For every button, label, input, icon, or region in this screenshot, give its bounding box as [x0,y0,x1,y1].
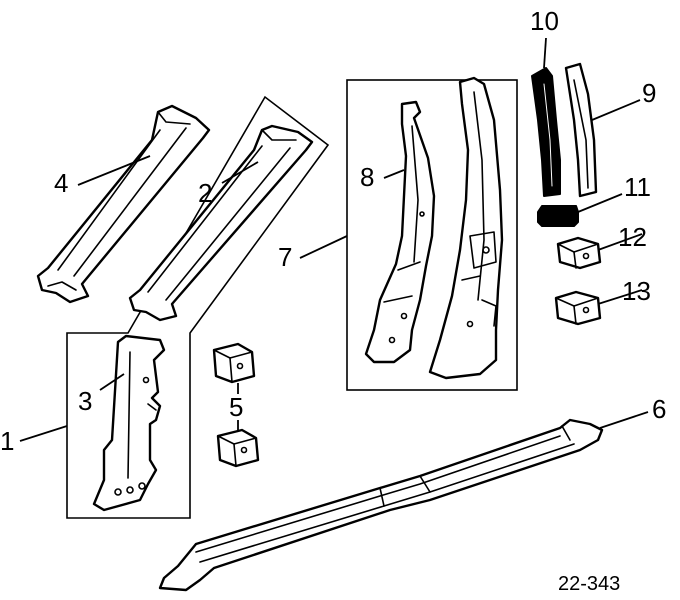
part-4-pillar [36,104,211,304]
leader-1 [19,425,68,442]
callout-12: 12 [618,222,647,252]
leader-13 [597,289,643,305]
callout-2: 2 [198,178,212,208]
part-7-pillar-outer [428,76,504,380]
callout-13: 13 [622,276,651,306]
leader-4 [77,155,151,186]
leader-12 [597,233,643,251]
part-11-pad [537,205,579,227]
part-10-weatherstrip [531,67,561,197]
part-12-clip [556,236,602,270]
leader-9 [591,99,641,121]
callout-3: 3 [78,386,92,416]
part-5-bracket-lower [216,428,260,468]
callout-4: 4 [54,168,68,198]
group-frame-7 [346,79,518,391]
part-8-pillar-inner [364,100,436,364]
callout-9: 9 [642,78,656,108]
callout-11: 11 [624,172,651,202]
leader-7 [299,235,348,259]
callout-10: 10 [530,6,559,36]
part-3-pillar-lower [92,334,166,512]
reference-code: 22-343 [558,573,620,595]
leader-2 [221,161,259,184]
leader-8 [383,169,405,179]
part-6-rocker-sill [158,418,604,592]
callout-8: 8 [360,162,374,192]
part-9-garnish [564,62,598,198]
leader-6 [599,411,649,429]
callout-5: 5 [229,392,243,422]
leader-3 [99,373,125,391]
callout-1: 1 [0,426,14,456]
part-5-bracket-upper [212,342,256,384]
callout-6: 6 [652,394,666,424]
leader-10 [543,37,547,69]
leader-11 [577,193,623,213]
callout-7: 7 [278,242,292,272]
part-13-clip [554,290,602,326]
